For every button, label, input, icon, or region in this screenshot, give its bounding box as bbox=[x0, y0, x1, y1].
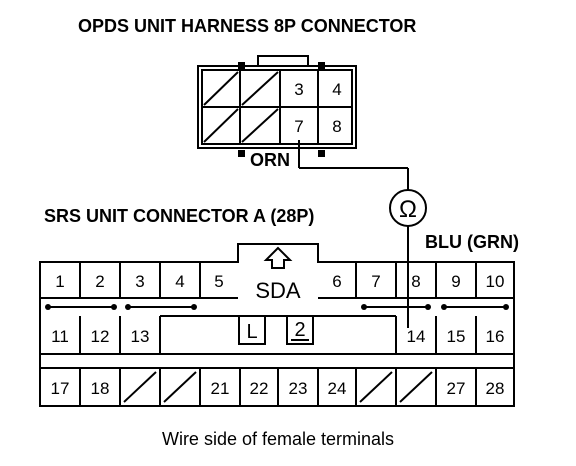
opds-empty-cavity bbox=[241, 108, 279, 143]
srs-pin-8: 8 bbox=[411, 272, 420, 291]
srs-pin-5: 5 bbox=[214, 272, 223, 291]
srs-pin-14: 14 bbox=[407, 327, 426, 346]
srs-pin-4: 4 bbox=[175, 272, 184, 291]
opds-pin-7: 7 bbox=[294, 117, 303, 136]
opds-pin-3: 3 bbox=[294, 80, 303, 99]
shorting-bar-dot bbox=[191, 304, 197, 310]
shorting-bar-dot bbox=[503, 304, 509, 310]
srs-connector-title: SRS UNIT CONNECTOR A (28P) bbox=[44, 206, 314, 226]
srs-connector: SDA L 2 1 2 3 4 5 6 7 8 9 10 11 12 13 14… bbox=[39, 243, 515, 407]
srs-empty-cavity bbox=[163, 371, 197, 403]
shorting-bar-dot bbox=[125, 304, 131, 310]
srs-pin-15: 15 bbox=[447, 327, 466, 346]
srs-pin-6: 6 bbox=[332, 272, 341, 291]
key-2-label: 2 bbox=[294, 319, 305, 341]
opds-connector: 3 4 7 8 bbox=[197, 55, 357, 157]
srs-pin-10: 10 bbox=[486, 272, 505, 291]
srs-pin-22: 22 bbox=[250, 379, 269, 398]
opds-latch bbox=[257, 55, 309, 66]
key-2-box bbox=[286, 315, 314, 345]
shorting-bar-dot bbox=[111, 304, 117, 310]
caption: Wire side of female terminals bbox=[162, 429, 394, 449]
shorting-bar-dot bbox=[361, 304, 367, 310]
wire-color-blu: BLU (GRN) bbox=[425, 232, 519, 252]
srs-pin-12: 12 bbox=[91, 327, 110, 346]
opds-empty-cavity bbox=[241, 71, 279, 106]
srs-pin-13: 13 bbox=[131, 327, 150, 346]
shorting-bar-dot bbox=[425, 304, 431, 310]
srs-center-void bbox=[159, 316, 397, 355]
srs-pin-28: 28 bbox=[486, 379, 505, 398]
key-l-box bbox=[238, 315, 266, 345]
test-lead: Ω ORN BLU (GRN) bbox=[250, 140, 519, 328]
srs-pin-23: 23 bbox=[289, 379, 308, 398]
srs-empty-cavity bbox=[359, 371, 393, 403]
srs-pin-17: 17 bbox=[51, 379, 70, 398]
opds-pin-4: 4 bbox=[332, 80, 341, 99]
shorting-bar-dot bbox=[45, 304, 51, 310]
srs-empty-cavity bbox=[123, 371, 157, 403]
opds-tab bbox=[238, 150, 245, 157]
srs-body bbox=[39, 243, 515, 407]
sda-label: SDA bbox=[255, 278, 301, 303]
srs-pin-27: 27 bbox=[447, 379, 466, 398]
wire-color-orn: ORN bbox=[250, 150, 290, 170]
shorting-bar-dot bbox=[441, 304, 447, 310]
srs-pin-21: 21 bbox=[211, 379, 230, 398]
srs-pin-18: 18 bbox=[91, 379, 110, 398]
opds-tab bbox=[318, 150, 325, 157]
opds-body bbox=[197, 65, 357, 149]
srs-pin-3: 3 bbox=[135, 272, 144, 291]
srs-pin-2: 2 bbox=[95, 272, 104, 291]
opds-pin-8: 8 bbox=[332, 117, 341, 136]
opds-connector-title: OPDS UNIT HARNESS 8P CONNECTOR bbox=[78, 16, 416, 36]
srs-pin-1: 1 bbox=[55, 272, 64, 291]
key-l-label: L bbox=[246, 321, 257, 343]
ohm-symbol: Ω bbox=[399, 196, 417, 223]
srs-pin-9: 9 bbox=[451, 272, 460, 291]
srs-pin-7: 7 bbox=[371, 272, 380, 291]
srs-empty-cavity bbox=[399, 371, 433, 403]
opds-empty-cavity bbox=[203, 71, 239, 106]
up-arrow-icon bbox=[263, 246, 293, 269]
srs-pin-11: 11 bbox=[51, 327, 69, 346]
opds-empty-cavity bbox=[203, 108, 239, 143]
srs-pin-24: 24 bbox=[328, 379, 347, 398]
srs-pin-16: 16 bbox=[486, 327, 505, 346]
